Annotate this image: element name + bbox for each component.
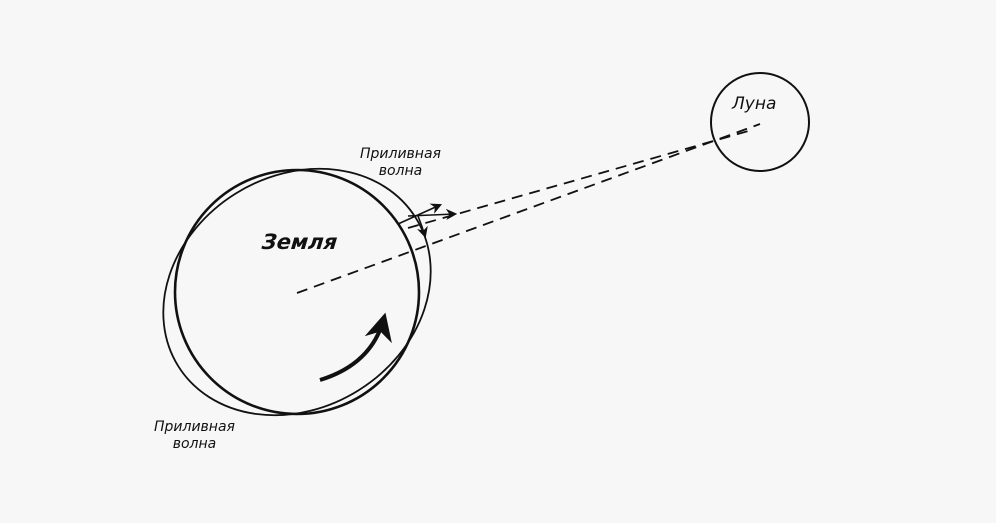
earth-label: Земля — [261, 230, 339, 254]
tidal-wave-label-top: Приливная волна — [360, 146, 441, 180]
bulge-arrow-3 — [418, 216, 425, 236]
moon-label: Луна — [732, 94, 776, 114]
rotation-arrow — [320, 318, 384, 380]
tidal-wave-bottom-line2: волна — [154, 436, 235, 453]
tidal-wave-bottom-line1: Приливная — [154, 419, 235, 436]
earth-circle — [175, 170, 419, 414]
tidal-wave-top-line1: Приливная — [360, 146, 441, 163]
bulge-moon-line — [408, 130, 752, 228]
moon-circle — [711, 73, 809, 171]
tidal-wave-label-bottom: Приливная волна — [154, 419, 235, 453]
tidal-wave-top-line2: волна — [360, 163, 441, 180]
